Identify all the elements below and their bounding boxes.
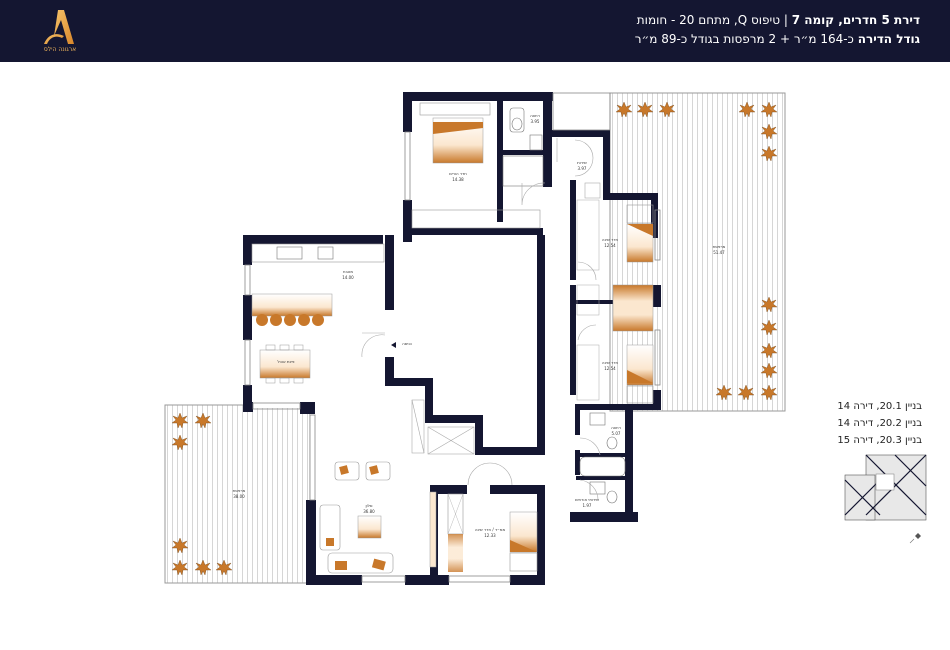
building-legend: בניין 20.1, דירה 14 בניין 20.2, דירה 14 … xyxy=(837,398,922,449)
legend-line: בניין 20.3, דירה 15 xyxy=(837,435,922,446)
room-label-dining: פינת אוכל xyxy=(277,359,295,364)
header-bar: ארגונה הילס דירת 5 חדרים, קומה 7 | טיפוס… xyxy=(0,0,950,62)
bath-fixtures xyxy=(579,412,626,504)
kitchen-counter xyxy=(251,243,385,326)
legend-line: בניין 20.1, דירה 14 xyxy=(837,401,922,412)
dining-table xyxy=(259,344,311,384)
compass-icon xyxy=(909,533,921,544)
mamad-furniture xyxy=(447,462,538,572)
apartment-title: דירת 5 חדרים, קומה 7 | טיפוס Q, מתחם 20 … xyxy=(636,13,920,27)
legend-line: בניין 20.2, דירה 14 xyxy=(837,418,922,429)
apartment-size: גודל הדירה כ-164 מ״ר + 2 מרפסות בגודל כ-… xyxy=(634,32,920,46)
doors xyxy=(361,138,601,501)
key-plan xyxy=(844,454,927,544)
floor-plan xyxy=(164,92,927,585)
logo-caption: ארגונה הילס xyxy=(43,46,77,53)
room-label-entrance: כניסה xyxy=(402,341,412,346)
master-bed xyxy=(419,102,491,164)
balcony-west xyxy=(164,404,311,584)
walls xyxy=(243,92,661,585)
master-bath-fixtures xyxy=(502,107,544,187)
bedroom-furniture xyxy=(576,199,654,404)
windows xyxy=(244,92,661,583)
master-closet xyxy=(411,209,541,229)
logo-a-icon xyxy=(44,10,74,44)
entrance-arrow-icon xyxy=(391,342,396,348)
shafts xyxy=(411,182,601,455)
living-furniture xyxy=(319,461,437,574)
